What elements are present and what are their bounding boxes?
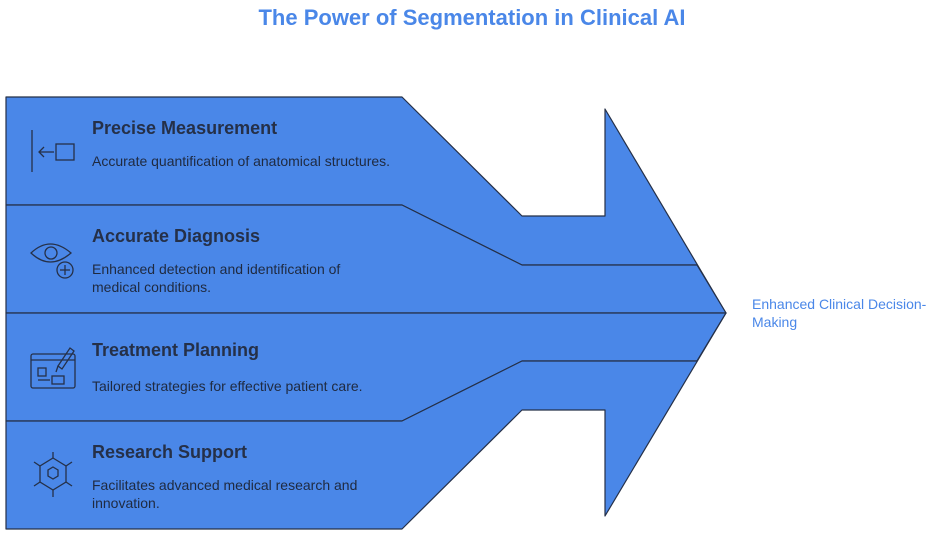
item-desc-treatment-planning: Tailored strategies for effective patien…	[92, 378, 363, 394]
item-title-research-support: Research Support	[92, 442, 248, 462]
outcome-label: Enhanced Clinical Decision-Making	[752, 296, 927, 330]
item-title-precise-measurement: Precise Measurement	[92, 118, 278, 138]
ruler-measure-icon	[28, 126, 78, 176]
band-research-support	[5, 312, 727, 530]
item-desc-research-support: Facilitates advanced medical research an…	[92, 477, 358, 511]
item-desc-accurate-diagnosis: Enhanced detection and identification of…	[92, 261, 341, 295]
item-desc-precise-measurement: Accurate quantification of anatomical st…	[92, 153, 391, 169]
molecule-hexagon-icon	[28, 450, 78, 500]
item-title-accurate-diagnosis: Accurate Diagnosis	[92, 226, 261, 246]
eye-plus-icon	[28, 233, 78, 283]
diagram-title: The Power of Segmentation in Clinical AI	[258, 5, 686, 30]
item-title-treatment-planning: Treatment Planning	[92, 340, 260, 360]
clipboard-pen-icon	[28, 344, 78, 394]
